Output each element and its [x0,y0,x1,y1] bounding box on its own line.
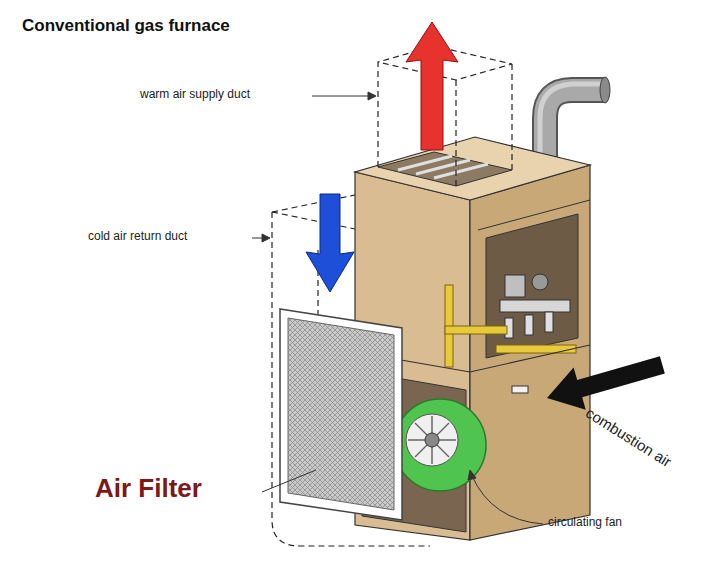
combustion-air-arrow [541,344,668,419]
warm-air-arrow [406,22,458,150]
flue-highlight [540,84,605,166]
part-label: combustion air [583,404,711,493]
panel-seam [478,200,590,230]
part-label: circulating fan [548,516,698,530]
leader-head [468,470,476,480]
cold-air-arrow [306,194,354,292]
filter-frame [280,309,402,520]
supply-grille [398,156,488,178]
gas-valve [505,275,525,297]
gas-pipe [496,345,576,353]
supply-opening [378,152,512,186]
part-label: cold air return duct [88,230,254,244]
part-label: warm air supply duct [140,88,312,102]
valve-knob [532,274,548,290]
dashed-line [511,64,512,170]
flue-end [600,77,610,103]
dashed-line [455,80,456,186]
dashed-line [378,46,512,167]
leader-head [368,92,376,100]
fan-blade [415,423,449,457]
supply-duct-outline [378,46,512,186]
burner-tube [545,312,553,332]
fan-blades [408,416,456,464]
circulating-fan [394,399,486,491]
fan-hub [425,433,439,447]
gas-pipe [445,326,507,334]
dashed-line [272,195,355,212]
leader-lines [252,92,543,524]
cabinet-right-face [470,165,590,540]
panel-handle [512,386,528,393]
fan-blade [415,423,449,457]
burner-tube [525,315,533,335]
arrow-shape [541,344,668,419]
grille-bar [434,164,488,178]
compartment-divider [470,345,590,372]
leader-line [472,476,543,524]
burner-manifold [500,300,570,312]
leader-line [262,470,316,492]
fan-wheel [406,414,458,466]
diagram-title: Conventional gas furnace [22,16,342,36]
leader-line [312,96,372,97]
filter-mesh [288,318,394,510]
part-label: Air Filter [95,474,285,504]
burner-opening [486,214,578,358]
cabinet-top [355,137,590,200]
leader-head [262,234,270,242]
